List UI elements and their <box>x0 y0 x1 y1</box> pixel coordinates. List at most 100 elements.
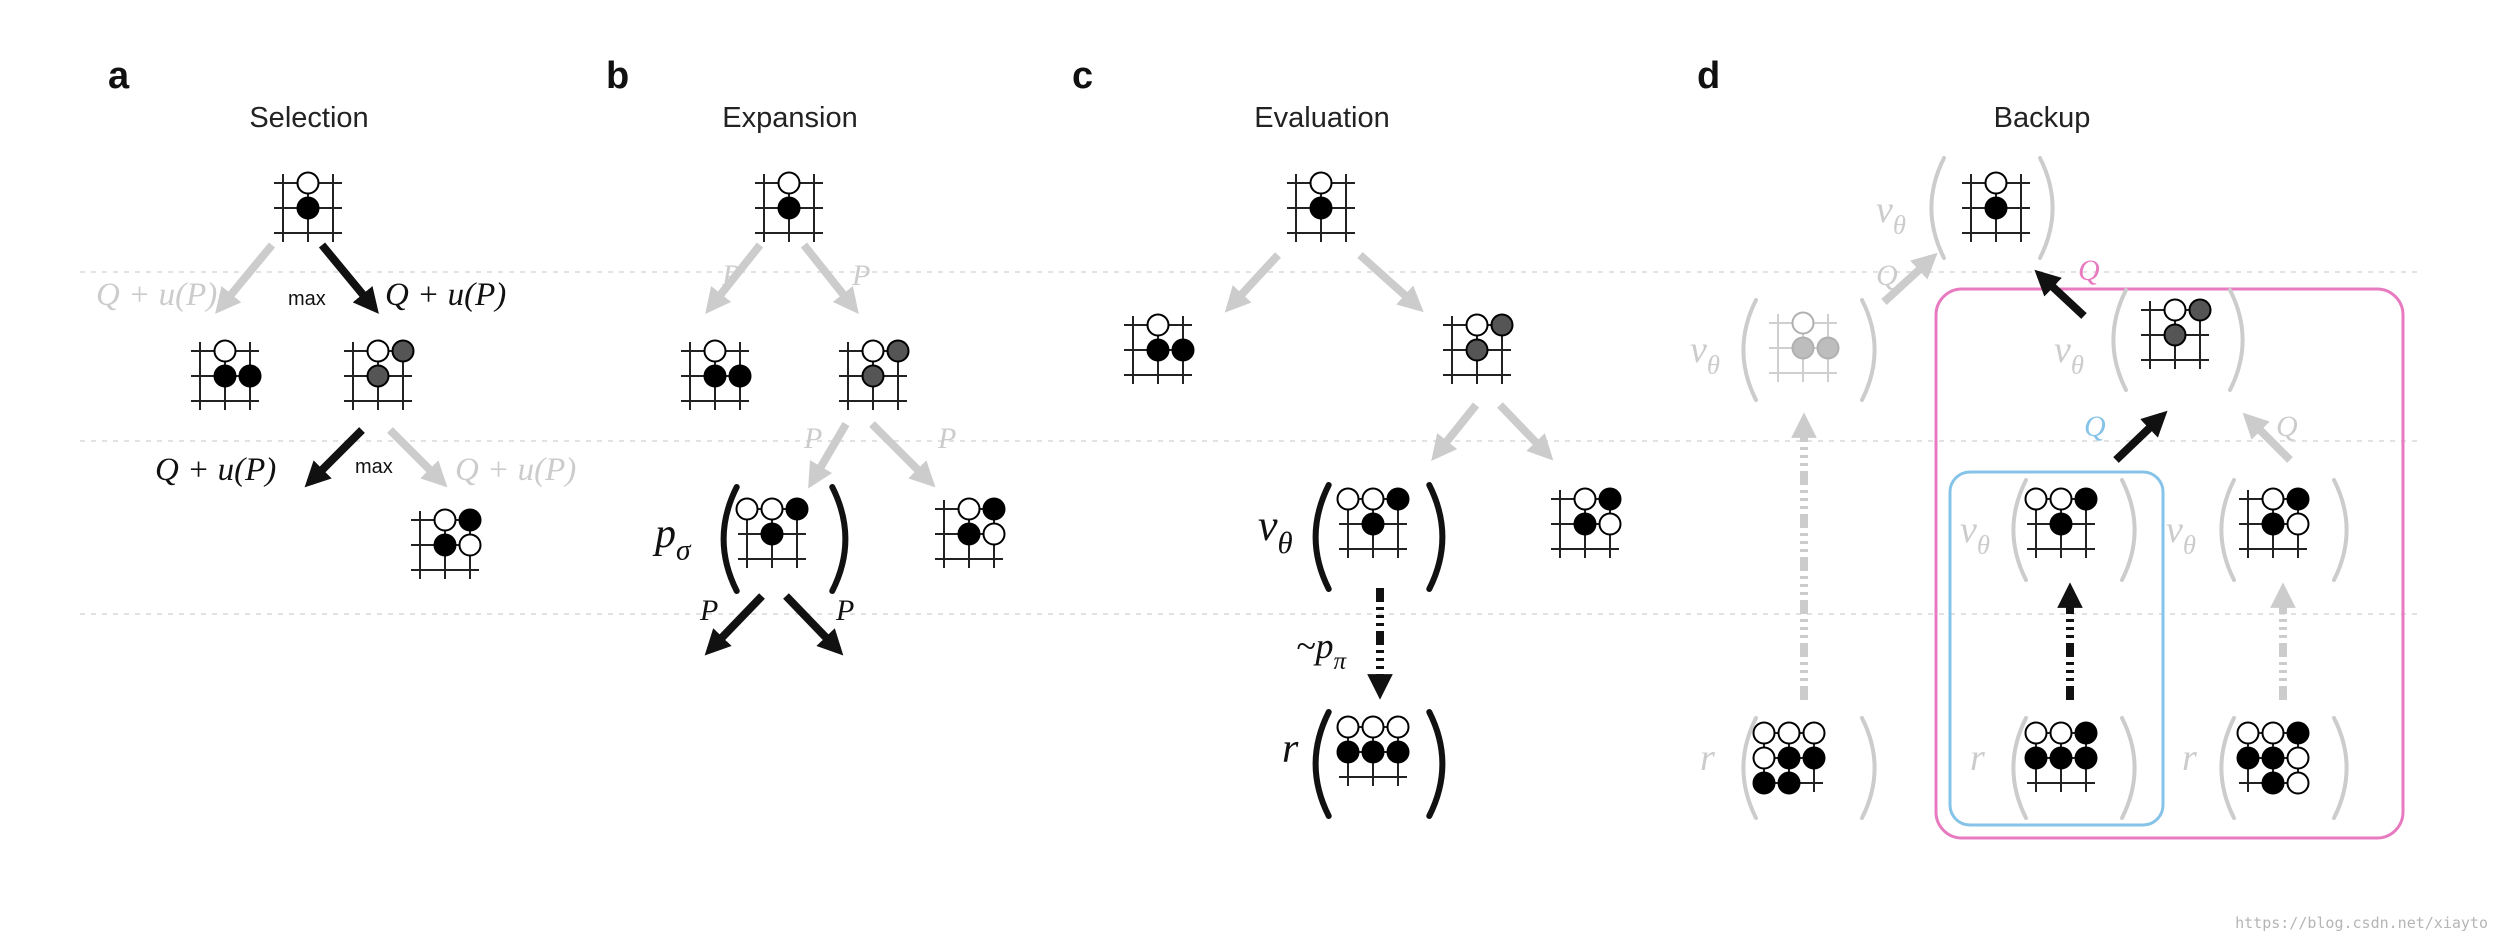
black-stone <box>886 339 910 363</box>
policy-network-label: pσ <box>652 511 692 567</box>
white-stone <box>1361 715 1385 739</box>
reward-label: r <box>1970 737 1985 779</box>
white-stone <box>982 522 1006 546</box>
white-stone <box>366 339 390 363</box>
board-leaf-backup <box>2024 487 2098 558</box>
selection-edge-down-right <box>387 427 448 488</box>
board-leaf-expansion <box>735 497 809 568</box>
expansion-edge-new-right <box>869 421 936 488</box>
black-stone <box>2286 487 2310 511</box>
black-stone <box>1777 771 1801 795</box>
black-stone <box>2261 771 2285 795</box>
board-terminal-right-backup <box>2236 721 2310 795</box>
black-stone <box>2049 512 2073 536</box>
left-paren <box>2219 716 2236 820</box>
white-stone <box>777 171 801 195</box>
black-stone <box>1309 196 1333 220</box>
panel-headers: a Selection b Expansion c Evaluation d B… <box>108 55 2090 134</box>
evaluation-edge-right <box>1357 252 1424 313</box>
black-stone <box>1816 336 1840 360</box>
black-stone <box>777 196 801 220</box>
board-root-expansion <box>755 171 823 242</box>
white-stone <box>2049 487 2073 511</box>
backup-edge-gray-leaf <box>2242 412 2293 463</box>
expansion-edge-right <box>800 242 859 315</box>
board-child-left-expansion <box>681 339 752 410</box>
reward-label: r <box>1282 726 1299 772</box>
board-grandchild-selection <box>411 508 482 579</box>
q-plus-u-label: Q + u(P) <box>455 452 576 488</box>
black-stone <box>982 497 1006 521</box>
black-stone <box>366 364 390 388</box>
black-stone <box>1777 746 1801 770</box>
reward-label: r <box>2182 737 2197 779</box>
white-stone <box>1752 746 1776 770</box>
white-stone <box>2261 487 2285 511</box>
black-stone <box>1573 512 1597 536</box>
level-dividers <box>80 271 2420 615</box>
right-paren <box>2332 716 2349 820</box>
white-stone <box>2236 721 2260 745</box>
reward-label: r <box>1700 737 1715 779</box>
board-leaf-right-expansion <box>935 497 1006 568</box>
p-label: P <box>803 422 822 455</box>
expansion-edge-left <box>705 242 764 315</box>
white-stone <box>2024 721 2048 745</box>
panel-letter-c: c <box>1072 55 1093 97</box>
evaluation-edge-down-left <box>1431 402 1480 461</box>
board-leaf-evaluation <box>1336 487 1410 558</box>
white-stone <box>433 508 457 532</box>
panel-title-selection: Selection <box>249 102 368 134</box>
value-label: vθ <box>1876 189 1906 239</box>
black-stone <box>2074 746 2098 770</box>
board-child-left-backup <box>1769 311 1840 382</box>
white-stone <box>2286 771 2310 795</box>
black-stone <box>1171 338 1195 362</box>
max-label: max <box>355 456 393 478</box>
board-child-right-backup <box>2141 298 2212 369</box>
p-label: P <box>699 594 718 627</box>
board-leaf-right-evaluation <box>1551 487 1622 558</box>
black-stone <box>1146 338 1170 362</box>
left-paren <box>1741 298 1758 402</box>
white-stone <box>861 339 885 363</box>
black-stone <box>2188 298 2212 322</box>
panel-title-backup: Backup <box>1994 102 2091 134</box>
right-paren <box>1860 298 1877 402</box>
white-stone <box>1791 311 1815 335</box>
black-stone <box>2074 721 2098 745</box>
panel-letter-a: a <box>108 55 130 97</box>
black-stone <box>703 364 727 388</box>
black-stone <box>296 196 320 220</box>
black-stone <box>1336 740 1360 764</box>
board-child-left-selection <box>191 339 262 410</box>
white-stone <box>2286 512 2310 536</box>
black-stone <box>2024 746 2048 770</box>
white-stone <box>957 497 981 521</box>
black-stone <box>2286 721 2310 745</box>
right-paren <box>1860 716 1877 820</box>
selection-edge-right <box>318 242 379 314</box>
evaluation-edge-left <box>1224 252 1281 313</box>
panel-title-expansion: Expansion <box>722 102 857 134</box>
black-stone <box>1752 771 1776 795</box>
white-stone <box>703 339 727 363</box>
backup-edge-dark-up <box>2034 269 2087 319</box>
board-child-right-evaluation <box>1443 313 1514 384</box>
q-plus-u-label: Q + u(P) <box>155 452 276 488</box>
value-label: vθ <box>1690 329 1720 379</box>
evaluation-edge-down-right <box>1497 402 1554 461</box>
board-terminal-middle-backup <box>2024 721 2098 792</box>
white-stone <box>1573 487 1597 511</box>
right-paren <box>2120 478 2137 582</box>
black-stone <box>1361 512 1385 536</box>
black-stone <box>2261 746 2285 770</box>
right-paren <box>2332 478 2349 582</box>
left-paren <box>720 484 740 594</box>
black-stone <box>433 533 457 557</box>
white-stone <box>760 497 784 521</box>
board-leaf-right-backup <box>2239 487 2310 558</box>
value-label: vθ <box>2054 329 2084 379</box>
white-stone <box>1146 313 1170 337</box>
